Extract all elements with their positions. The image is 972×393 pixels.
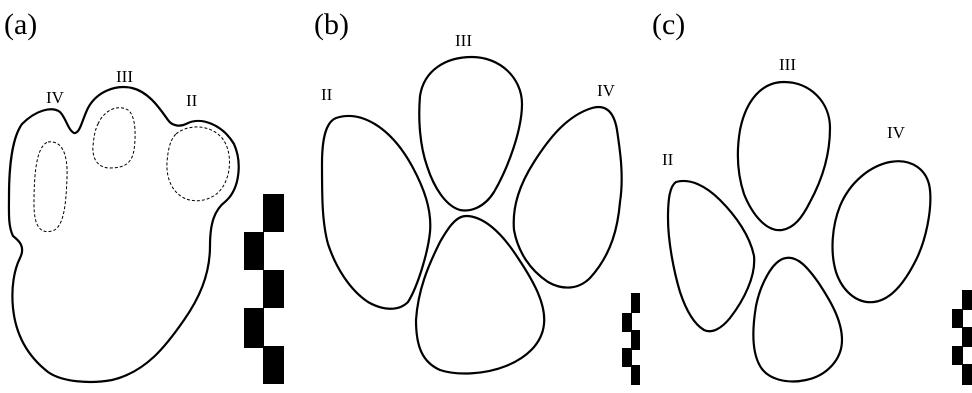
panel-c-scale-block	[962, 327, 972, 347]
panel-b-digit-iv-pad	[512, 105, 623, 289]
panel-c-scale-block	[952, 346, 963, 365]
panel-c-digit-iii-pad	[736, 80, 832, 232]
panel-b-scale-bar	[622, 293, 640, 385]
panel-b-digit-ii-label: II	[321, 85, 333, 104]
panel-b-digit-iii-label: III	[455, 31, 472, 50]
panel-c-scale-block	[952, 309, 963, 328]
panel-a-scale-block	[263, 270, 284, 308]
panel-b-scale-block	[631, 330, 640, 350]
panel-c-scale-bar	[952, 290, 972, 385]
panel-c-digit-iv-label: IV	[887, 123, 906, 142]
panel-a-digit-ii-label: II	[186, 91, 198, 110]
panel-a-scale-block	[244, 308, 264, 348]
panel-a-digit-iv-label: IV	[46, 88, 65, 107]
panel-a-track-outline	[7, 85, 240, 384]
panel-a-scale-block	[263, 194, 284, 232]
panel-b-digit-i-pad	[414, 214, 546, 375]
panel-c-scale-block	[962, 290, 972, 310]
panel-b-digit-iv-label: IV	[597, 81, 616, 100]
panel-c-digit-ii-label: II	[662, 150, 674, 169]
panel-b-label: (b)	[314, 8, 349, 41]
panel-c-scale-block	[962, 364, 972, 385]
panel-a-scale-block	[244, 232, 264, 270]
panel-b-scale-block	[622, 313, 632, 332]
panel-b-digit-ii-pad	[320, 114, 432, 310]
panel-b-scale-block	[622, 348, 632, 367]
panel-c-digit-ii-pad	[666, 179, 756, 333]
panel-a-digit-iii-label: III	[116, 67, 133, 86]
panel-c-digit-i-pad	[752, 256, 844, 383]
panel-a-label: (a)	[4, 8, 37, 41]
panel-a-digit-ii-pad	[166, 126, 230, 202]
panel-c-digit-iv-pad	[831, 160, 932, 304]
panel-b-digit-iii-pad	[418, 55, 524, 212]
panel-a: (a) IV III II	[4, 8, 284, 384]
panel-c-label: (c)	[652, 8, 685, 41]
panel-a-scale-block	[263, 346, 284, 384]
panel-b-scale-block	[631, 293, 640, 313]
panel-c-digit-iii-label: III	[779, 55, 796, 74]
panel-a-digit-iii-pad	[92, 107, 136, 169]
panel-a-digit-iv-pad	[33, 141, 68, 233]
panel-c: (c) II III IV	[652, 8, 972, 385]
panel-a-scale-bar	[244, 194, 284, 384]
panel-b-scale-block	[631, 365, 640, 385]
panel-b: (b) II III IV	[314, 8, 640, 385]
